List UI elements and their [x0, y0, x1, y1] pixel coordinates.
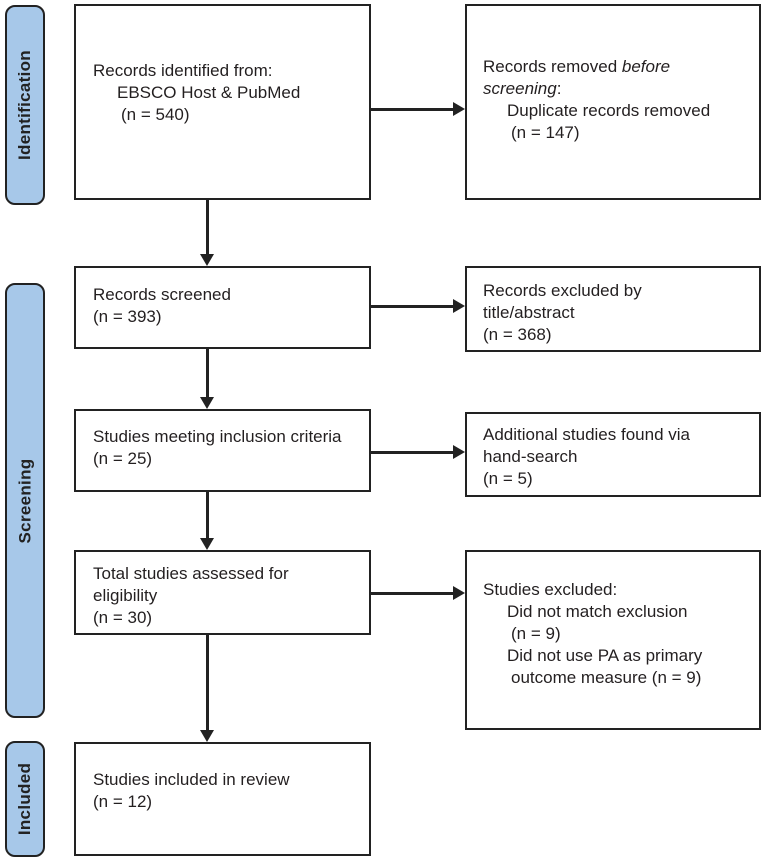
- box-text-line: title/abstract: [483, 303, 575, 322]
- box-text-line: Studies included in review: [93, 770, 290, 789]
- box-additional-studies-hand-search: Additional studies found via hand-search…: [465, 412, 761, 497]
- box-text-line: (n = 12): [93, 792, 153, 811]
- stage-bar-included: Included: [5, 741, 45, 857]
- box-text-line: Did not use PA as primary: [507, 646, 703, 665]
- box-text-line: Total studies assessed for: [93, 564, 289, 583]
- box-text-line: (n = 25): [93, 449, 153, 468]
- box-text-line: Additional studies found via: [483, 425, 690, 444]
- box-records-excluded-title-abstract: Records excluded by title/abstract (n = …: [465, 266, 761, 352]
- box-text-line: Records screened: [93, 285, 231, 304]
- arrow-line: [371, 304, 453, 308]
- arrowhead-down-icon: [200, 538, 214, 550]
- arrowhead-right-icon: [453, 299, 465, 313]
- box-text-line: (n = 147): [511, 123, 580, 142]
- box-text-line: (n = 30): [93, 608, 153, 627]
- box-text-line: Duplicate records removed: [507, 101, 711, 120]
- box-text-line: (n = 393): [93, 307, 162, 326]
- box-studies-excluded: Studies excluded: Did not match exclusio…: [465, 550, 761, 730]
- box-total-studies-assessed: Total studies assessed for eligibility (…: [74, 550, 371, 635]
- arrowhead-right-icon: [453, 445, 465, 459]
- connector-arrow-right-1: [371, 102, 465, 116]
- box-text-line: Studies meeting inclusion criteria: [93, 427, 342, 446]
- box-text-line: (n = 9): [511, 624, 561, 643]
- arrowhead-down-icon: [200, 730, 214, 742]
- box-records-removed-before-screening: Records removed before screening: Duplic…: [465, 4, 761, 200]
- box-text-line: Did not match exclusion: [507, 602, 688, 621]
- box-text-line: (n = 540): [121, 105, 190, 124]
- box-text-line: Records identified from:: [93, 61, 273, 80]
- connector-arrow-down-2: [200, 349, 214, 409]
- box-text-segment: :: [556, 79, 562, 98]
- arrow-line: [371, 591, 453, 595]
- arrowhead-down-icon: [200, 254, 214, 266]
- arrow-line: [371, 107, 453, 111]
- arrowhead-down-icon: [200, 397, 214, 409]
- connector-arrow-down-3: [200, 492, 214, 550]
- arrow-line: [205, 635, 209, 730]
- arrow-line: [205, 349, 209, 397]
- box-text-line: EBSCO Host & PubMed: [117, 83, 301, 102]
- box-text-segment: Records removed: [483, 57, 622, 76]
- arrow-line: [371, 450, 453, 454]
- box-text-line: (n = 368): [483, 325, 552, 344]
- stage-label-screening: Screening: [15, 458, 34, 543]
- box-text-line: outcome measure (n = 9): [511, 668, 702, 687]
- stage-label-identification: Identification: [15, 50, 35, 160]
- arrowhead-right-icon: [453, 586, 465, 600]
- arrowhead-right-icon: [453, 102, 465, 116]
- box-records-screened: Records screened (n = 393): [74, 266, 371, 349]
- box-text-line: (n = 5): [483, 469, 533, 488]
- connector-arrow-down-4: [200, 635, 214, 742]
- box-text-segment-italic: before: [621, 57, 671, 76]
- box-text-line: screening:: [483, 78, 755, 100]
- stage-bar-identification: Identification: [5, 5, 45, 205]
- connector-arrow-right-3: [371, 445, 465, 459]
- stage-label-included: Included: [15, 762, 35, 836]
- box-text-line: hand-search: [483, 447, 578, 466]
- arrow-line: [205, 200, 209, 254]
- stage-bar-screening: Screening: [5, 283, 45, 718]
- box-text-line: Records removed before: [483, 56, 755, 78]
- box-studies-meeting-inclusion-criteria: Studies meeting inclusion criteria (n = …: [74, 409, 371, 492]
- arrow-line: [205, 492, 209, 538]
- box-records-identified: Records identified from: EBSCO Host & Pu…: [74, 4, 371, 200]
- box-text-line: eligibility: [93, 586, 158, 605]
- box-text-line: Records excluded by: [483, 281, 642, 300]
- box-text-line: Studies excluded:: [483, 580, 618, 599]
- box-text-segment-italic: screening: [483, 79, 557, 98]
- connector-arrow-down-1: [200, 200, 214, 266]
- connector-arrow-right-4: [371, 586, 465, 600]
- connector-arrow-right-2: [371, 299, 465, 313]
- box-studies-included-in-review: Studies included in review (n = 12): [74, 742, 371, 856]
